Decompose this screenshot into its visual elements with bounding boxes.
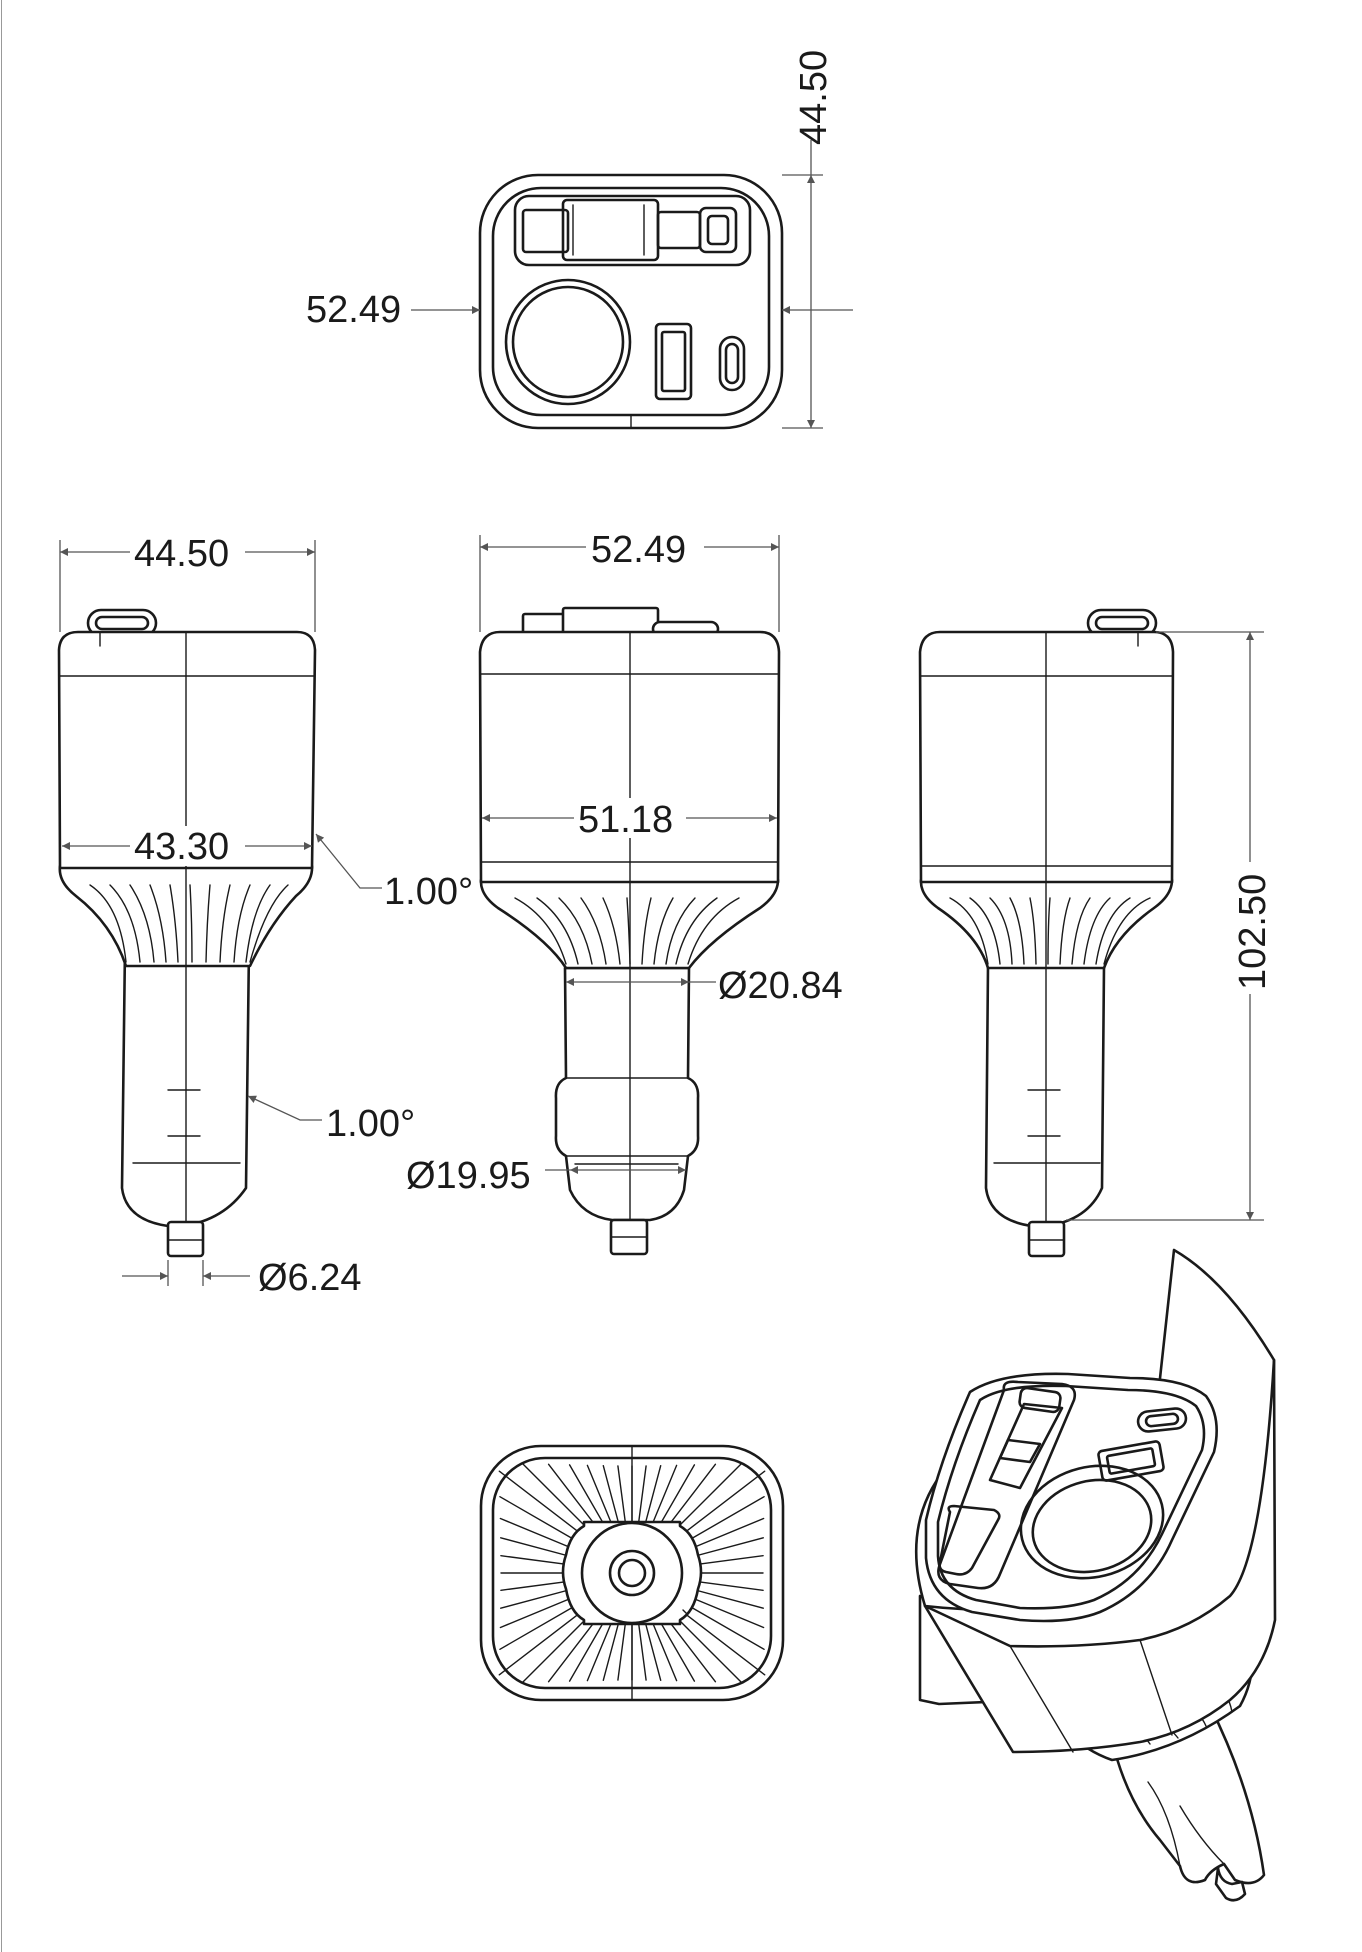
flute-ray bbox=[498, 1603, 592, 1676]
lighter-socket-inner bbox=[511, 285, 625, 399]
flute-ray bbox=[617, 1623, 626, 1681]
cable-connector bbox=[521, 208, 570, 254]
iso-cable-clip bbox=[1018, 1386, 1062, 1414]
iso-plug-clip-line bbox=[1147, 1781, 1181, 1867]
iso-usb-c-inner bbox=[1144, 1412, 1180, 1428]
flute-ray bbox=[498, 1470, 592, 1543]
flute-ray bbox=[663, 1463, 717, 1533]
flute-ray bbox=[651, 1464, 678, 1526]
left-side-view: 44.50 43.30 1.00° 1.00° Ø6.24 bbox=[57, 530, 473, 1299]
iso-plug-tip bbox=[1214, 1866, 1247, 1902]
iso-top-face bbox=[924, 1372, 1218, 1623]
flute-ray bbox=[657, 1464, 696, 1529]
isometric-view bbox=[914, 1248, 1277, 1902]
top-view: 52.49 44.50 bbox=[306, 50, 853, 430]
neck-diameter-dimension: Ø20.84 bbox=[718, 965, 843, 1007]
usb-c-port bbox=[718, 335, 746, 392]
flute-ray bbox=[638, 1623, 647, 1681]
top-depth-dimension: 44.50 bbox=[793, 50, 835, 145]
plug-barrel bbox=[984, 964, 1106, 1228]
iso-cable-bay bbox=[937, 1380, 1077, 1590]
plug-diameter-dimension: Ø19.95 bbox=[406, 1155, 531, 1197]
neck-flutes bbox=[89, 884, 289, 963]
flute-ray bbox=[657, 1617, 696, 1682]
dim-label-bg bbox=[1230, 862, 1272, 994]
usb-a-port-tongue bbox=[660, 330, 687, 393]
iso-socket-outer bbox=[1019, 1464, 1165, 1580]
neck-flutes bbox=[514, 897, 740, 965]
front-view: 52.49 51.18 Ø20.84 Ø19.95 bbox=[406, 528, 843, 1256]
iso-top-face-inner bbox=[936, 1384, 1206, 1610]
usb-c-clip-outer bbox=[698, 206, 738, 254]
leader-line bbox=[247, 1095, 322, 1121]
iso-seam bbox=[1009, 1645, 1074, 1753]
height-dimension: 102.50 bbox=[1232, 874, 1274, 990]
flute-ray bbox=[638, 1465, 647, 1523]
cable-head-top bbox=[561, 606, 660, 636]
plug-tip bbox=[166, 1220, 205, 1258]
index-mark bbox=[682, 1609, 688, 1615]
iso-usb-c-plug bbox=[938, 1504, 1001, 1576]
flute-ray bbox=[586, 1620, 613, 1682]
flute-ray bbox=[617, 1465, 626, 1523]
flute-ray bbox=[547, 1613, 601, 1683]
tip-diameter-dimension: Ø6.24 bbox=[258, 1257, 362, 1299]
lighter-socket-outer bbox=[504, 278, 632, 406]
plug-tip bbox=[1027, 1220, 1066, 1258]
leader-line bbox=[315, 833, 382, 889]
plug-taper-angle: 1.00° bbox=[326, 1103, 415, 1145]
right-side-view: 102.50 bbox=[918, 608, 1274, 1258]
usb-c-clip-inner bbox=[706, 214, 730, 246]
iso-plug-seam bbox=[1179, 1805, 1225, 1865]
body-taper-angle: 1.00° bbox=[384, 871, 473, 913]
bottom-view bbox=[479, 1444, 785, 1702]
flute-ray bbox=[568, 1617, 607, 1682]
dim-label-bg bbox=[130, 530, 245, 572]
flute-ray bbox=[586, 1464, 613, 1526]
iso-center-line bbox=[1139, 1639, 1173, 1736]
flute-ray bbox=[651, 1620, 678, 1682]
front-body-dimension: 51.18 bbox=[578, 799, 673, 841]
iso-usb-c-port bbox=[1136, 1407, 1188, 1433]
flute-ray bbox=[602, 1464, 620, 1524]
iso-cable-ring bbox=[998, 1438, 1042, 1464]
plug-outline-with-clips bbox=[561, 1520, 703, 1626]
neck-flutes bbox=[949, 897, 1151, 965]
dim-label-bg bbox=[574, 798, 686, 838]
flute-ray bbox=[602, 1622, 620, 1682]
cable-bay bbox=[513, 194, 752, 267]
dim-label-bg bbox=[586, 528, 704, 568]
cable-loop-inner bbox=[1094, 615, 1150, 631]
flute-ray bbox=[547, 1463, 601, 1533]
flute-ray bbox=[568, 1464, 607, 1529]
top-width-dimension: 52.49 bbox=[306, 289, 401, 331]
iso-socket-inner bbox=[1031, 1478, 1153, 1574]
plug-tip-inner bbox=[617, 1558, 647, 1588]
usb-c-port-inner bbox=[724, 342, 740, 385]
plug-barrel-with-clips bbox=[554, 966, 700, 1222]
left-width-dimension: 44.50 bbox=[134, 533, 229, 575]
flute-ray bbox=[644, 1622, 662, 1682]
iso-usb-a-tongue bbox=[1105, 1447, 1157, 1475]
flute-ray bbox=[672, 1603, 766, 1676]
flute-ray bbox=[672, 1470, 766, 1543]
dim-label-bg bbox=[130, 826, 245, 866]
iso-usb-a-port bbox=[1097, 1440, 1165, 1482]
flute-ray bbox=[663, 1613, 717, 1683]
usb-a-port bbox=[654, 322, 693, 401]
cable-loop-inner bbox=[94, 615, 150, 631]
left-body-dimension: 43.30 bbox=[134, 826, 229, 868]
front-width-dimension: 52.49 bbox=[591, 529, 686, 571]
plug-tip-outer bbox=[608, 1549, 656, 1597]
flute-ray bbox=[644, 1464, 662, 1524]
